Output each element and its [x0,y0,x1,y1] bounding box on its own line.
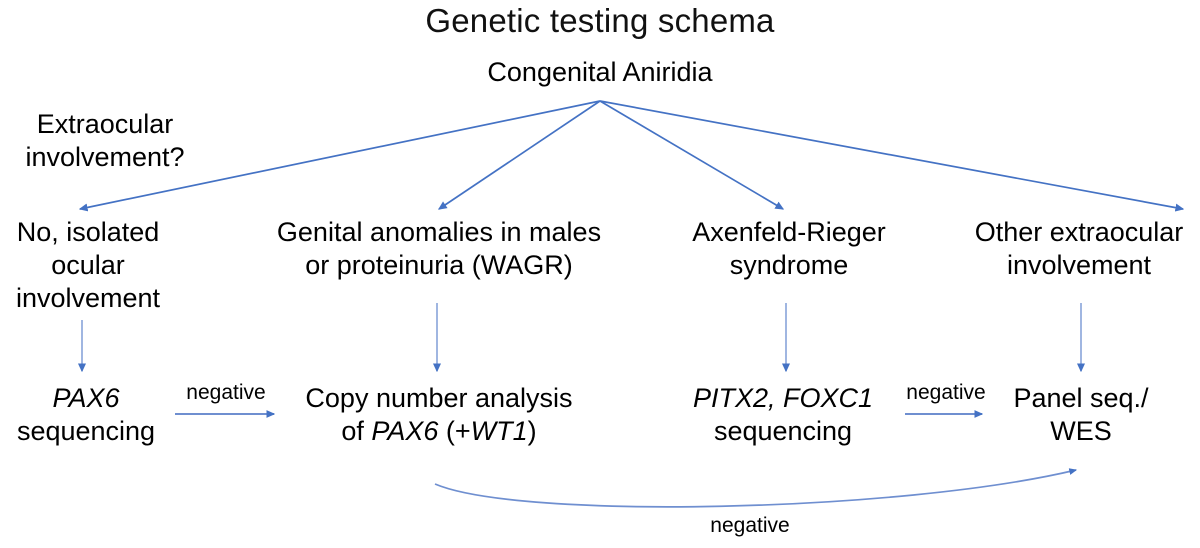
arrow-cna-to-panel-curve [434,468,1078,508]
node-axenfeld-rieger-syndrome: Axenfeld-Rieger syndrome [692,217,886,280]
node-cna-end: ) [527,415,537,446]
vertical-connector-arrows [77,303,1086,373]
node-other-extraocular-involvement: Other extraocular involvement [974,217,1184,280]
arrow-root-to-wagr [437,100,601,210]
edge-label-negative-bottom: negative [710,514,790,537]
edge-label-negative-left: negative [186,381,266,404]
node-cna-mid: (+ [438,415,471,446]
gene-pitx2-foxc1: PITX2, FOXC1 [692,383,874,413]
gene-pax6: PAX6 [371,415,439,446]
label-extraocular-involvement-question: Extraocular involvement? [25,109,185,172]
node-pitx-sequencing-label: sequencing [713,415,853,446]
node-pax6-sequencing-label: sequencing [16,415,156,446]
edge-label-negative-right: negative [906,381,986,404]
node-panel-seq-wes: Panel seq./ WES [1013,383,1149,446]
gene-pax6: PAX6 [52,383,120,413]
node-cna-of: of [341,415,372,446]
node-wagr-genital-anomalies: Genital anomalies in males or proteinuri… [276,217,602,280]
gene-wt1: WT1 [470,415,528,446]
node-cna-line1: Copy number analysis [305,383,573,413]
root-fanout-arrows [78,100,1185,212]
arrow-root-to-arg [599,100,785,210]
node-congenital-aniridia: Congenital Aniridia [487,57,713,87]
page-title: Genetic testing schema [425,2,775,39]
node-isolated-ocular-involvement: No, isolated ocular involvement [15,217,161,313]
arrow-root-to-other [599,100,1185,212]
